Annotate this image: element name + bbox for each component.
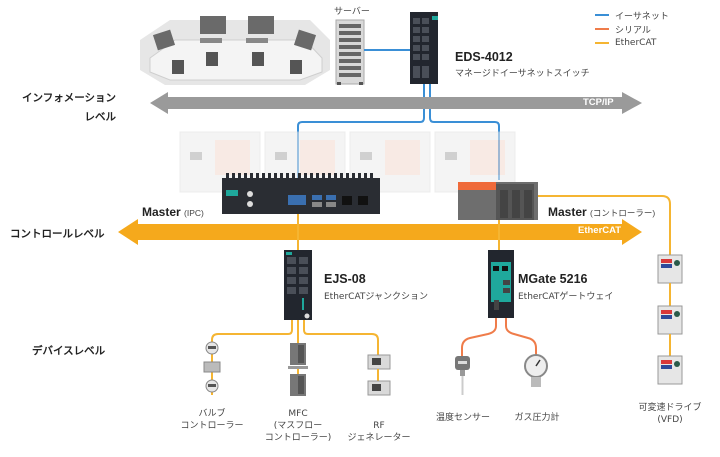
ethercat-swatch-icon (595, 42, 609, 44)
eds-4012-switch-illustration (410, 12, 438, 84)
serial-line-temp (461, 318, 497, 356)
mgate-5216-illustration (488, 250, 514, 318)
gas-pressure-gauge-label: ガス圧力計 (514, 413, 560, 423)
eds-4012-desc: マネージドイーサネットスイッチ (455, 69, 590, 79)
rf-label-line2: ジェネレーター (347, 433, 411, 443)
ejs-08-illustration (284, 250, 312, 320)
ejs-08-model: EJS-08 (324, 272, 366, 286)
ethercat-arrow (118, 219, 642, 245)
server-label: サーバー (334, 7, 370, 17)
ethernet-swatch-icon (595, 14, 609, 16)
rf-generator-illustration (367, 354, 391, 396)
mfc-label-line1: MFC (288, 409, 308, 419)
temperature-sensor-label: 温度センサー (435, 413, 490, 423)
mfc-label-line3: コントローラー) (264, 433, 332, 443)
ethernet-line-to-ipc (297, 84, 425, 185)
rf-generator-label: RF ジェネレーター (345, 420, 413, 444)
ejs-08-desc: EtherCATジャンクション (324, 292, 428, 302)
serial-swatch-icon (595, 28, 609, 30)
mfc-label: MFC (マスフロー コントローラー) (258, 408, 338, 444)
master-ipc-type: (IPC) (184, 208, 204, 218)
vfd-label-line1: 可変速ドライブ (638, 403, 702, 413)
eds-4012-model: EDS-4012 (455, 50, 513, 64)
legend-item-ethernet: イーサネット (595, 8, 669, 22)
valve-label-line2: コントローラー (180, 421, 244, 431)
ipc-illustration (222, 173, 380, 214)
mfc-label-line2: (マスフロー (273, 421, 323, 431)
gas-pressure-gauge-illustration (524, 354, 548, 387)
serial-line-gas (505, 318, 537, 356)
server-illustration (335, 19, 365, 85)
legend: イーサネット シリアル EtherCAT (595, 8, 669, 50)
mgate-5216-desc: EtherCATゲートウェイ (518, 292, 614, 302)
ethercat-protocol-label: EtherCAT (578, 225, 622, 236)
tcpip-arrow (150, 92, 642, 114)
master-ipc-label: Master (IPC) (142, 205, 204, 219)
controller-illustration (458, 182, 538, 220)
rf-label-line1: RF (373, 421, 385, 431)
tcpip-label: TCP/IP (583, 97, 614, 108)
vfd-illustration (657, 254, 683, 385)
temperature-sensor-illustration (455, 356, 470, 395)
master-controller-type: (コントローラー) (590, 208, 656, 218)
information-level-label: インフォメーション レベル (22, 90, 116, 124)
valve-controller-label: バルブ コントローラー (177, 408, 247, 432)
mfc-illustration (288, 343, 308, 396)
master-controller-label: Master (コントローラー) (548, 205, 655, 219)
legend-item-ethercat: EtherCAT (595, 36, 669, 50)
mgate-5216-model: MGate 5216 (518, 272, 588, 286)
legend-label: イーサネット (615, 11, 669, 22)
valve-label-line1: バルブ (198, 409, 226, 419)
vfd-label-line2: (VFD) (657, 415, 683, 425)
ethernet-line-to-controller (429, 84, 500, 180)
master-ipc-name: Master (142, 205, 181, 219)
legend-label: シリアル (615, 25, 651, 36)
master-controller-name: Master (548, 205, 587, 219)
information-level-line2: レベル (84, 111, 117, 123)
vfd-label: 可変速ドライブ (VFD) (630, 402, 710, 426)
valve-controller-illustration (203, 341, 221, 395)
control-level-label: コントロールレベル (10, 228, 105, 240)
ethercat-line-to-vfd (538, 195, 671, 255)
control-room-illustration (140, 16, 330, 85)
legend-item-serial: シリアル (595, 22, 669, 36)
device-level-label: デバイスレベル (32, 345, 106, 357)
legend-label: EtherCAT (615, 38, 657, 48)
information-level-line1: インフォメーション (22, 92, 116, 104)
